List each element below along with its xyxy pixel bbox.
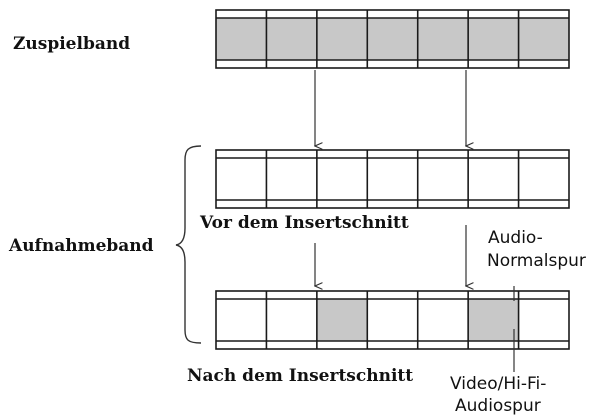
tape-segment: [216, 299, 267, 341]
tape-outline: [215, 149, 570, 209]
tape-segment: [316, 18, 368, 60]
tape-segment: [468, 299, 519, 341]
recording-tape-after: [215, 290, 570, 350]
recording-tape-brace: [175, 145, 202, 344]
tape-outline: [215, 9, 570, 69]
tape-outline: [215, 290, 570, 350]
tape-segment: [468, 18, 519, 60]
recording-tape-label: Aufnahmeband: [8, 236, 154, 256]
tape-segment: [266, 158, 317, 200]
tape-segment: [417, 299, 469, 341]
tape-segment: [468, 158, 519, 200]
tape-segment: [266, 299, 317, 341]
recording-tape-before: [215, 149, 570, 209]
after-insert-label: Nach dem Insertschnitt: [187, 366, 413, 386]
source-tape: [215, 9, 570, 69]
video-hifi-track-label-line1: Video/Hi-Fi-: [450, 374, 546, 394]
tape-segment: [417, 158, 469, 200]
audio-normal-track-label-line1: Audio-: [488, 228, 543, 248]
tape-segment: [216, 158, 267, 200]
tape-segment: [367, 18, 418, 60]
tape-segment: [518, 299, 569, 341]
video-hifi-track-label-line2: Audiospur: [455, 396, 541, 416]
tape-segment: [316, 158, 368, 200]
audio-normal-track-label-line2: Normalspur: [487, 251, 586, 271]
tape-segment: [518, 158, 569, 200]
source-tape-label: Zuspielband: [13, 34, 130, 54]
before-insert-label: Vor dem Insertschnitt: [199, 213, 409, 233]
tape-segment: [266, 18, 317, 60]
tape-segment: [316, 299, 368, 341]
tape-segment: [216, 18, 267, 60]
tape-segment: [518, 18, 569, 60]
tape-segment: [417, 18, 469, 60]
tape-segment: [367, 158, 418, 200]
tape-segment: [367, 299, 418, 341]
